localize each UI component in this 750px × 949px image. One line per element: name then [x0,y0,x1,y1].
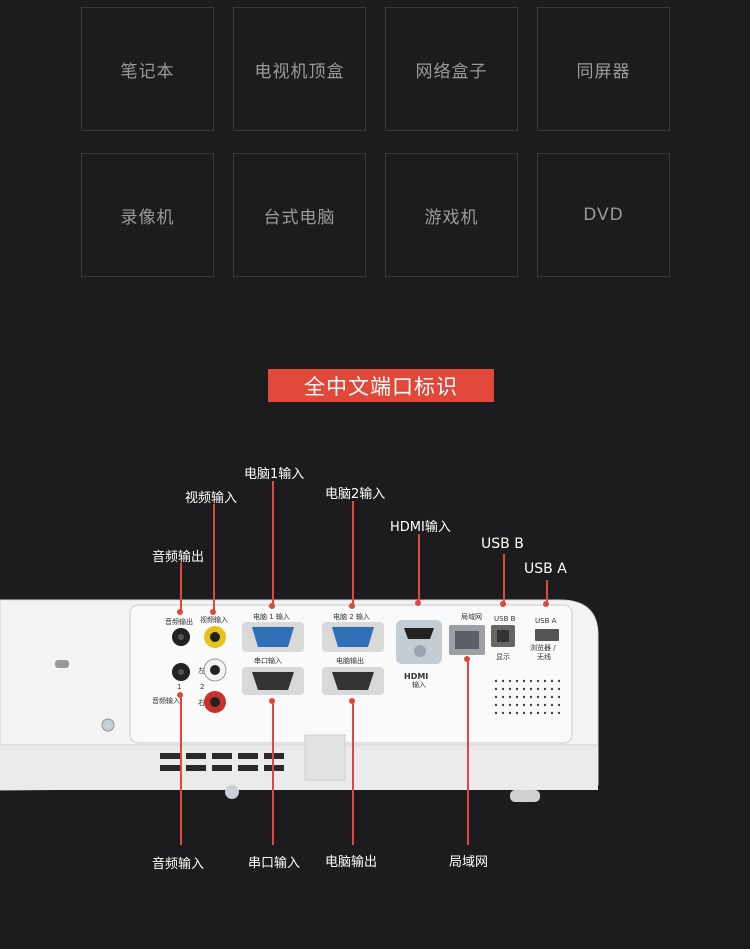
callout-usb-a: USB A [524,561,567,577]
panel-label-left: 左 [198,666,205,675]
leader-dot-usb-b [500,601,506,607]
device-label: 电视机顶盒 [254,61,345,82]
panel-label-usb-b: USB B [494,615,516,623]
leader-dot-video-in [210,609,216,615]
device-label: 游戏机 [424,207,479,228]
leader-dot-serial-in [269,698,275,704]
panel-label-hdmi: HDMI [404,672,428,681]
leader-dot-pc2-in [349,603,355,609]
device-label: 网络盒子 [415,61,488,82]
device-label: 台式电脑 [263,207,336,228]
leader-line-usb-b [503,554,505,605]
callout-pc2-in: 电脑2输入 [325,487,386,502]
panel-label-wireless: 无线 [537,652,551,661]
device-tile-network-box: 网络盒子 [385,7,518,131]
projector-illustration: 音频输出 视频输入 电脑 1 输入 电脑 2 输入 局域网 USB B USB … [0,599,599,802]
panel-label-audio-out: 音频输出 [165,617,193,626]
device-tile-desktop: 台式电脑 [233,153,366,277]
device-tile-tv-box: 电视机顶盒 [233,7,366,131]
device-tile-recorder: 录像机 [81,153,214,277]
panel-label-browser: 浏览器 / [530,643,556,652]
panel-label-audio-in: 音频输入 [152,696,180,705]
leader-line-pc2-in [352,501,354,607]
leader-line-audio-out [180,563,182,613]
section-title: 全中文端口标识 [304,374,458,399]
panel-label-num1: 1 [177,683,181,691]
panel-label-num2: 2 [200,683,204,691]
leader-line-audio-in [180,695,182,845]
leader-line-hdmi [418,534,420,604]
panel-label-hdmi-sub: 输入 [412,680,426,689]
leader-line-usb-a [546,580,548,605]
panel-label-pc2-in: 电脑 2 输入 [333,612,370,621]
panel-label-right: 右 [198,698,205,707]
device-label: 录像机 [120,207,175,228]
device-tile-game-console: 游戏机 [385,153,518,277]
panel-label-lan: 局域网 [461,612,482,621]
panel-label-display: 显示 [496,653,510,661]
leader-line-video-in [213,504,215,613]
callout-audio-in: 音频输入 [152,857,205,872]
callout-usb-b: USB B [481,536,524,552]
callout-pc-out: 电脑输出 [325,855,378,870]
device-tile-screen-mirror: 同屏器 [537,7,670,131]
device-label: DVD [583,205,624,225]
callout-audio-out: 音频输出 [152,550,205,565]
leader-dot-lan [464,656,470,662]
leader-dot-audio-out [177,609,183,615]
device-tile-dvd: DVD [537,153,670,277]
leader-line-pc-out [352,701,354,845]
leader-dot-hdmi [415,600,421,606]
callout-video-in: 视频输入 [185,491,238,506]
leader-line-lan [467,659,469,845]
section-title-banner: 全中文端口标识 [268,369,494,402]
leader-dot-pc-out [349,698,355,704]
callout-hdmi-in: HDMI输入 [390,520,451,535]
panel-label-video-in: 视频输入 [200,615,228,624]
callout-lan: 局域网 [449,855,489,870]
leader-line-pc1-in [272,481,274,607]
callout-serial-in: 串口输入 [248,856,301,871]
panel-label-pc-out: 电脑输出 [336,656,364,665]
callout-pc1-in: 电脑1输入 [244,467,305,482]
device-label: 同屏器 [576,61,631,82]
panel-label-serial-in: 串口输入 [254,656,282,665]
leader-dot-audio-in [177,692,183,698]
device-label: 笔记本 [120,61,175,82]
panel-label-pc1-in: 电脑 1 输入 [253,612,290,621]
panel-label-usb-a: USB A [535,617,557,625]
leader-dot-usb-a [543,601,549,607]
leader-dot-pc1-in [269,603,275,609]
leader-line-serial-in [272,701,274,845]
device-tile-laptop: 笔记本 [81,7,214,131]
